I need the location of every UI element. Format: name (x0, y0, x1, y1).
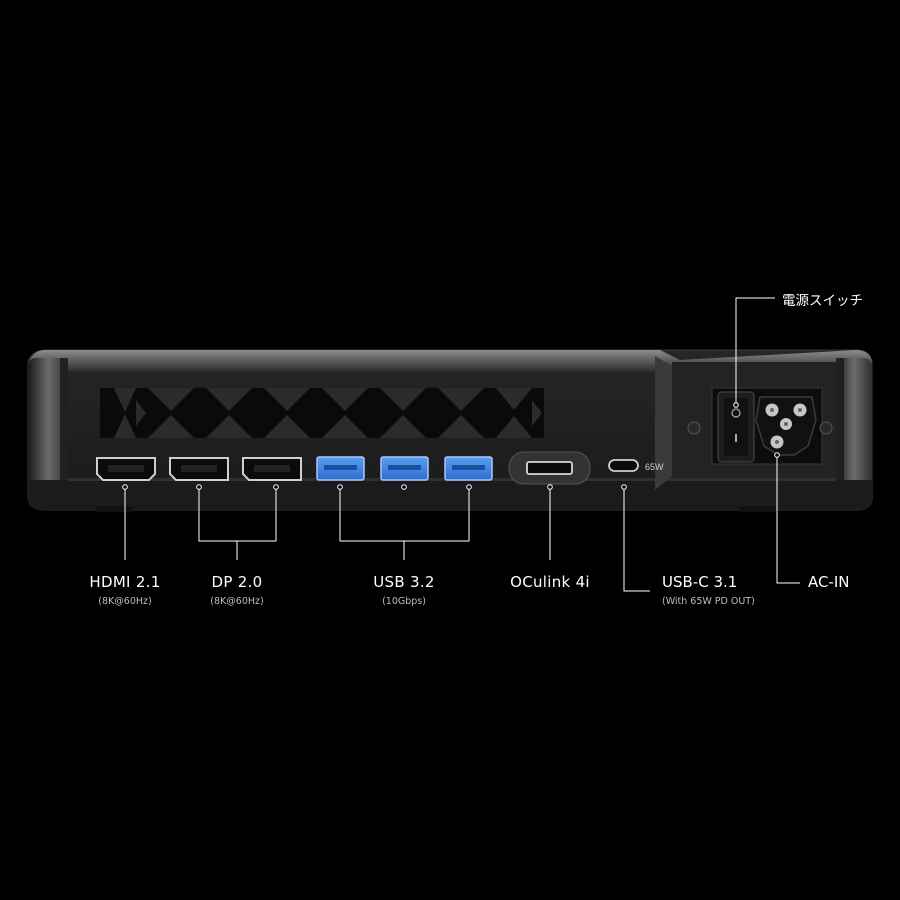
dp-label-name: DP 2.0 (211, 573, 263, 591)
dp-label-detail: (8K@60Hz) (210, 596, 264, 607)
usb-label: USB 3.2 (10Gbps) (354, 573, 454, 607)
ac-inlet (755, 396, 817, 456)
usbc-label-name: USB-C 3.1 (662, 573, 738, 591)
usbc-label: USB-C 3.1 (With 65W PD OUT) (662, 573, 755, 607)
dp-label: DP 2.0 (8K@60Hz) (187, 573, 287, 607)
oculink-port (508, 451, 591, 485)
oculink-label-name: OCulink 4i (510, 573, 590, 591)
hdmi-port (96, 457, 156, 481)
usbc-badge: 65W (645, 462, 664, 472)
usbc-port: 65W (608, 459, 664, 472)
dp-port-1 (169, 457, 229, 481)
usb-port-1 (316, 456, 365, 481)
vent-grille (100, 388, 544, 438)
hdmi-label-detail: (8K@60Hz) (98, 596, 152, 607)
usbc-label-detail: (With 65W PD OUT) (662, 596, 755, 607)
oculink-label: OCulink 4i (495, 573, 605, 591)
callout-lines (124, 297, 800, 592)
usb-label-name: USB 3.2 (373, 573, 435, 591)
power-module (687, 387, 833, 465)
callout-dots (122, 402, 780, 490)
usb-label-detail: (10Gbps) (382, 596, 426, 607)
power-switch (717, 391, 755, 463)
usb-port-2 (380, 456, 429, 481)
usb-port-3 (444, 456, 493, 481)
hdmi-label: HDMI 2.1 (8K@60Hz) (75, 573, 175, 607)
power-switch-label: 電源スイッチ (782, 293, 863, 309)
ac-in-label: AC-IN (808, 573, 850, 591)
dp-port-2 (242, 457, 302, 481)
hdmi-label-name: HDMI 2.1 (89, 573, 161, 591)
